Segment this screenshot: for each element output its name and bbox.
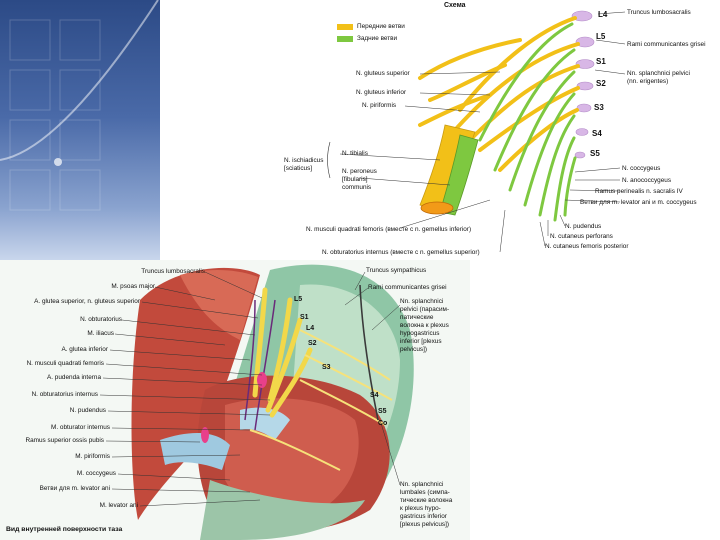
label-n-gluteus-superior: N. gluteus superior — [356, 70, 410, 77]
label-b-m-coccygeus: M. coccygeus — [76, 470, 116, 477]
label-b-n-obturatorius: N. obturatorius — [80, 316, 122, 323]
label-n-piriformis: N. piriformis — [362, 102, 397, 109]
label-b-nn-splanchnici-lumbales-2: lumbales (симпа- — [400, 489, 450, 496]
bottom-segment-label-s5: S5 — [378, 408, 387, 415]
segment-label-s3: S3 — [594, 103, 604, 112]
label-b-n-obturatorius-internus: N. obturatorius internus — [31, 391, 98, 398]
label-n-coccygeus: N. coccygeus — [622, 165, 661, 172]
label-b-nn-splanchnici-5: hypogastricus — [400, 330, 440, 337]
label-b-m-psoas-major: M. psoas major — [111, 283, 155, 290]
segment-label-s4: S4 — [592, 129, 602, 138]
label-fibularis: [fibularis] — [342, 176, 368, 183]
label-b-n-musculi-quadrati-femoris: N. musculi quadrati femoris — [26, 360, 104, 367]
label-n-cutaneus-femoris-posterior: N. cutaneus femoris posterior — [545, 243, 629, 250]
label-b-nn-splanchnici-6: inferior [plexus — [400, 338, 442, 345]
label-branches-levator-ani: Ветви для m. levator ani и m. coccygeus — [580, 199, 697, 206]
label-b-nn-splanchnici-lumbales-4: к plexus hypo- — [400, 505, 441, 512]
segment-label-l5: L5 — [596, 32, 606, 41]
label-b-nn-splanchnici-lumbales-5: gastricus inferior — [400, 513, 447, 520]
schema-title: Схема — [444, 2, 466, 9]
label-b-branches-levator-ani: Ветви для m. levator ani — [39, 485, 110, 492]
bottom-segment-label-s1: S1 — [300, 314, 309, 321]
label-b-rami-communicantes: Rami communicantes grisei — [368, 284, 447, 291]
label-b-nn-splanchnici-3: патические — [400, 314, 434, 321]
bottom-segment-label-co: Co — [378, 420, 388, 427]
bottom-segment-label-s4: S4 — [370, 392, 379, 399]
label-b-a-pudenda-interna: A. pudenda interna — [46, 374, 101, 381]
label-n-ischiadicus: N. ischiadicus — [284, 157, 324, 164]
label-nn-erigentes: (nn. erigentes) — [627, 78, 669, 85]
segment-label-s2: S2 — [596, 79, 606, 88]
label-b-nn-splanchnici-lumbales-6: [plexus pelvicus]) — [400, 521, 450, 528]
label-communis: communis — [342, 184, 372, 191]
figure-caption: Вид внутренней поверхности таза — [6, 526, 123, 533]
label-n-peroneus: N. peroneus — [342, 168, 377, 175]
label-b-nn-splanchnici-4: волокна к plexus — [400, 322, 449, 329]
bottom-segment-label-l4: L4 — [306, 325, 315, 332]
segment-label-s1: S1 — [596, 57, 606, 66]
legend-label-posterior: Задние ветви — [357, 35, 398, 42]
label-b-truncus-sympathicus: Truncus sympathicus — [366, 267, 427, 274]
label-truncus-lumbosacralis: Truncus lumbosacralis — [627, 9, 691, 16]
bottom-segment-label-s2: S2 — [308, 340, 317, 347]
label-b-a-glutea-superior: A. glutea superior, n. gluteus superior — [34, 298, 140, 305]
segment-label-l4: L4 — [598, 10, 608, 19]
bottom-segment-label-l5: L5 — [294, 296, 303, 303]
label-b-n-pudendus: N. pudendus — [69, 407, 106, 414]
label-b-nn-splanchnici-7: pelvicus]) — [400, 346, 427, 353]
label-n-tibialis: N. tibialis — [342, 150, 368, 157]
label-n-pudendus-top: N. pudendus — [565, 223, 602, 230]
label-ramus-perinealis: Ramus perinealis n. sacralis IV — [595, 188, 683, 195]
label-b-m-piriformis: M. piriformis — [75, 453, 110, 460]
legend-swatch-posterior — [337, 36, 353, 42]
legend-swatch-anterior — [337, 24, 353, 30]
label-n-anococcygeus: N. anococcygeus — [622, 177, 672, 184]
label-sciaticus: [sciaticus] — [284, 165, 313, 172]
label-b-truncus-lumbosacralis: Truncus lumbosacralis — [141, 268, 205, 275]
label-n-gluteus-inferior: N. gluteus inferior — [356, 89, 407, 96]
label-b-m-obturator-internus: M. obturator internus — [51, 424, 110, 431]
background-grid-pattern — [0, 0, 159, 211]
label-nn-splanchnici-pelvici: Nn. splanchnici pelvici — [627, 70, 690, 77]
sacral-plexus-schema-drawing — [327, 10, 626, 253]
label-b-nn-splanchnici-lumbales-1: Nn. splanchnici — [400, 481, 444, 488]
legend-label-anterior: Передние ветви — [357, 23, 405, 30]
bottom-segment-label-s3: S3 — [322, 364, 331, 371]
label-b-ramus-superior-ossis-pubis: Ramus superior ossis pubis — [25, 437, 105, 444]
label-b-nn-splanchnici-1: Nn. splanchnici — [400, 298, 444, 305]
label-n-musculi-quadrati-femoris-top: N. musculi quadrati femoris (вместе с n.… — [306, 226, 472, 233]
segment-label-s5: S5 — [590, 149, 600, 158]
label-n-cutaneus-perforans: N. cutaneus perforans — [550, 233, 613, 240]
label-b-m-levator-ani: M. levator ani — [99, 502, 138, 509]
label-n-obturatorius-internus-top: N. obturatorius internus (вместе с n. ge… — [322, 249, 480, 256]
label-b-a-glutea-inferior: A. glutea inferior — [61, 346, 108, 353]
label-b-m-iliacus: M. iliacus — [87, 330, 114, 337]
label-b-nn-splanchnici-2: pelvici (парасим- — [400, 306, 450, 313]
slide-background-panel — [0, 0, 160, 260]
label-b-nn-splanchnici-lumbales-3: тические волокна — [400, 497, 453, 504]
label-rami-communicantes: Rami communicantes grisei — [627, 41, 706, 48]
